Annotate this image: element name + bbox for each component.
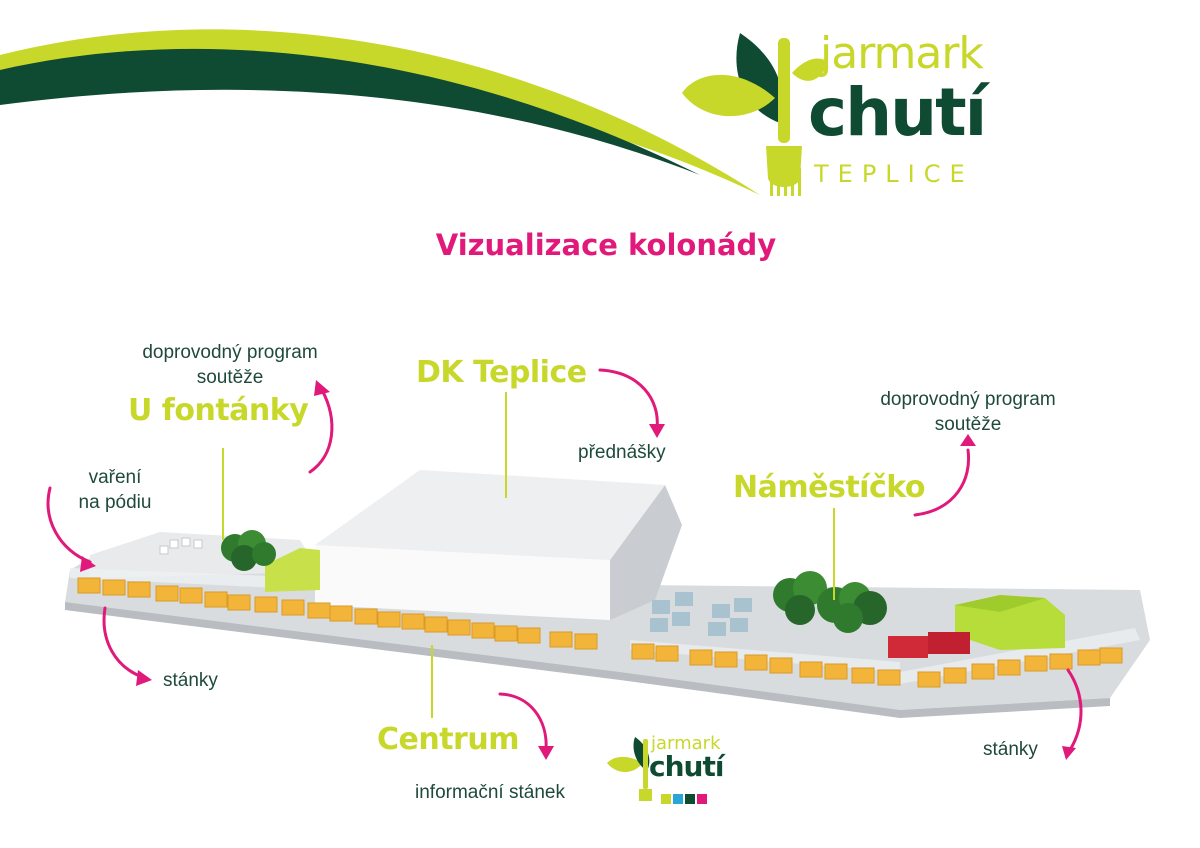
- note-line: soutěže: [934, 414, 1002, 435]
- mini-logo: jarmark chutí: [605, 733, 745, 804]
- page-heading: Vizualizace kolonády: [435, 228, 777, 262]
- note-u-fontanky: doprovodný program soutěže: [112, 340, 348, 390]
- leaf-fork-icon: [682, 33, 828, 196]
- note-line: soutěže: [196, 367, 264, 388]
- mini-logo-jarmark: jarmark: [651, 733, 721, 754]
- label-stanky-right: stánky: [983, 739, 1038, 760]
- mini-logo-icons: [661, 789, 707, 808]
- note-namesticko: doprovodný program soutěže: [850, 387, 1086, 437]
- note-line: doprovodný program: [142, 342, 318, 363]
- zone-title-namesticko: Náměstíčko: [733, 470, 925, 505]
- note-dk-teplice: přednášky: [578, 442, 666, 463]
- arrow-icon: [46, 368, 1083, 752]
- label-stanky-left: stánky: [163, 670, 218, 691]
- mini-logo-chuti: chutí: [649, 750, 724, 783]
- label-vareni: vaření na pódiu: [60, 465, 170, 515]
- logo-city: TEPLICE: [814, 160, 974, 188]
- note-centrum: informační stánek: [415, 782, 565, 803]
- brand-logo: jarmark chutí TEPLICE: [680, 28, 1020, 198]
- zone-title-u-fontanky: U fontánky: [128, 393, 309, 428]
- leaf-fork-icon: [607, 737, 652, 801]
- tree-icon: [773, 571, 887, 633]
- note-line: doprovodný program: [880, 389, 1056, 410]
- note-line: na pódiu: [78, 492, 152, 513]
- dk-teplice-building: [315, 470, 682, 620]
- tree-icon: [221, 530, 276, 571]
- logo-word-jarmark: jarmark: [820, 28, 984, 79]
- logo-word-chuti: chutí: [808, 74, 987, 151]
- note-line: vaření: [88, 467, 142, 488]
- zone-title-centrum: Centrum: [377, 722, 519, 757]
- zone-title-dk-teplice: DK Teplice: [416, 355, 587, 390]
